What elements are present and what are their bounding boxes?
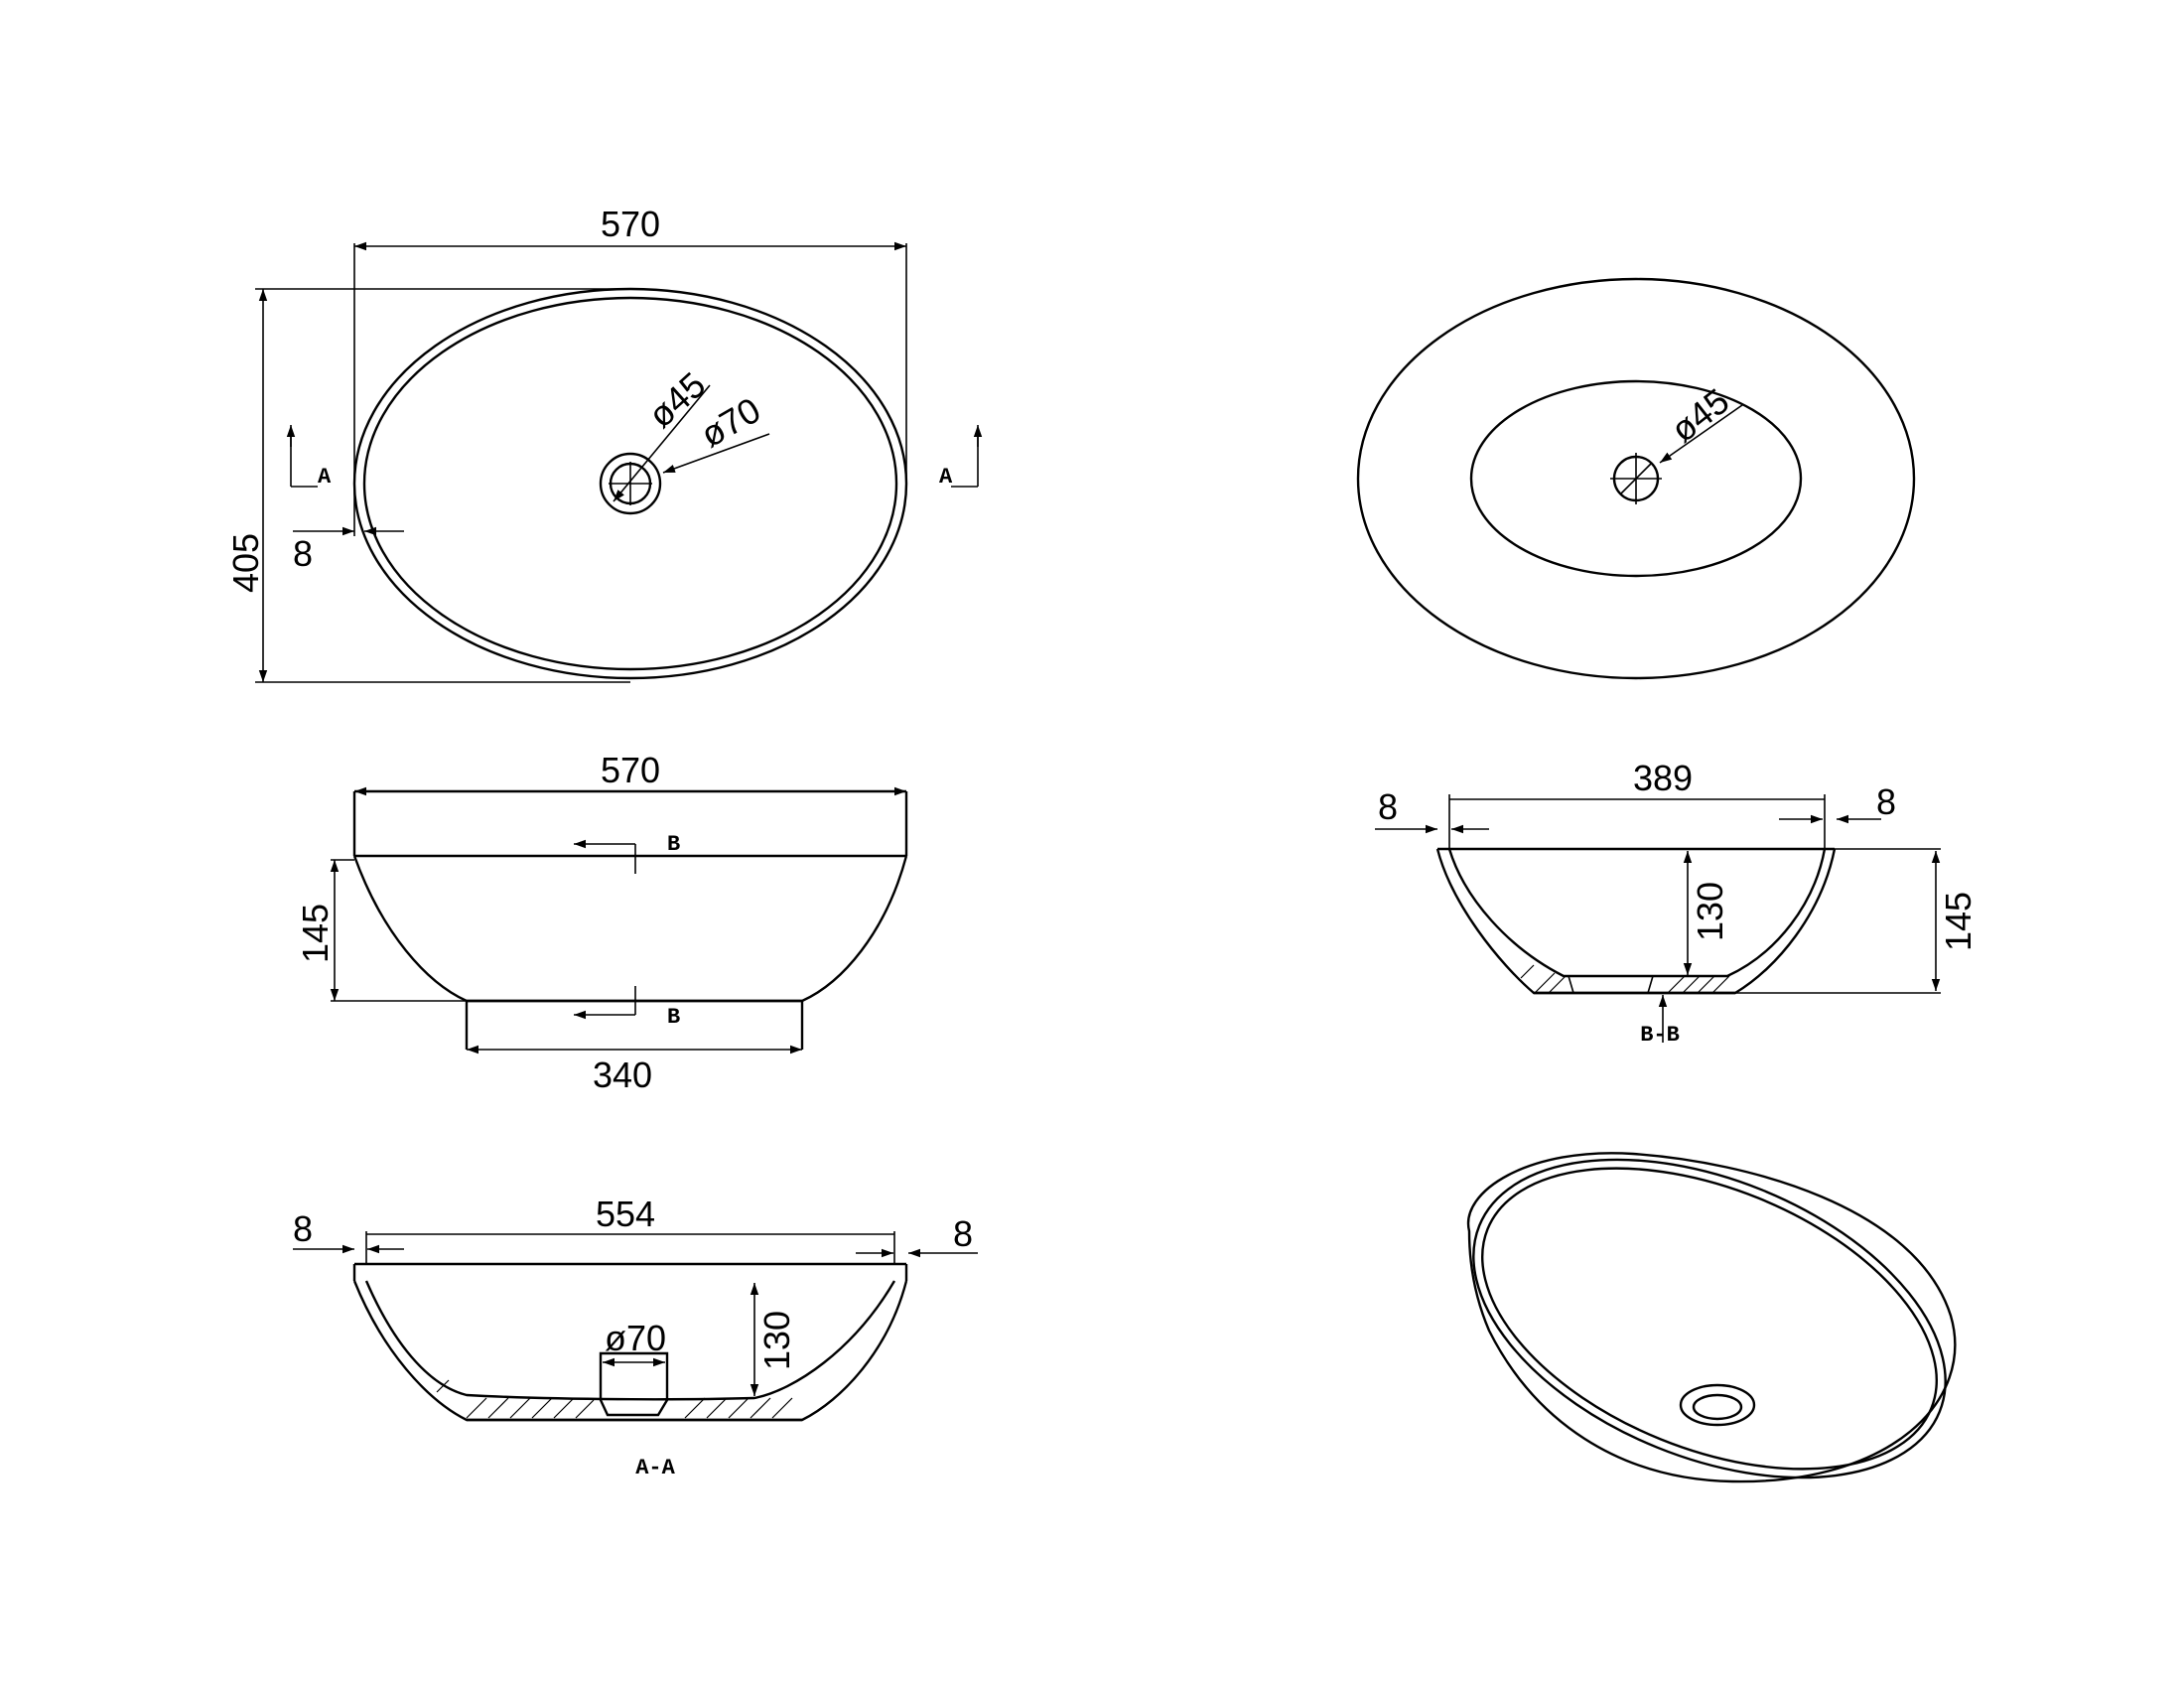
bb-outer-wall bbox=[1435, 848, 1837, 995]
bb-inner-width-label: 389 bbox=[1633, 758, 1693, 798]
side-elevation: 570 145 340 B B bbox=[295, 750, 908, 1095]
aa-caption: A-A bbox=[635, 1456, 675, 1480]
aa-drain-label: ø70 bbox=[605, 1318, 666, 1358]
elevation-width-label: 570 bbox=[601, 750, 660, 790]
perspective-outer-shell bbox=[1466, 1152, 1957, 1483]
section-a-a: 554 8 8 130 ø70 A-A bbox=[293, 1194, 978, 1480]
bb-rim-right-label: 8 bbox=[1876, 781, 1896, 822]
section-b-b: 389 8 8 130 145 B-B bbox=[1375, 758, 1979, 1048]
aa-inner-wall bbox=[364, 1280, 896, 1401]
bb-rim-left-label: 8 bbox=[1378, 786, 1398, 827]
aa-hatch bbox=[436, 1379, 793, 1419]
perspective-drain-inner bbox=[1692, 1393, 1743, 1421]
perspective-drain-outer bbox=[1679, 1383, 1756, 1427]
drain-outer-circle bbox=[599, 452, 662, 515]
elevation-height-label: 145 bbox=[295, 904, 336, 963]
plan-width-label: 570 bbox=[601, 204, 660, 244]
elevation-base-label: 340 bbox=[593, 1055, 652, 1095]
perspective-outer-rim bbox=[1472, 1158, 1947, 1479]
aa-inner-width-label: 554 bbox=[596, 1194, 655, 1234]
plan-depth-label: 405 bbox=[225, 533, 266, 593]
section-mark-b-bottom: B bbox=[667, 1005, 680, 1030]
bottom-view: ø45 bbox=[1356, 277, 1916, 680]
elevation-bowl-outline bbox=[352, 855, 908, 1003]
bb-hatch bbox=[1520, 964, 1730, 994]
bottom-drain-label: ø45 bbox=[1663, 380, 1736, 451]
plan-view: 570 405 8 ø45 ø70 A A bbox=[225, 204, 983, 683]
bb-inner-wall bbox=[1447, 848, 1827, 978]
section-mark-a-right: A bbox=[939, 465, 953, 490]
section-mark-a-left: A bbox=[318, 465, 332, 490]
perspective-view bbox=[1466, 1152, 1957, 1483]
aa-rim-left-label: 8 bbox=[293, 1208, 313, 1249]
section-mark-b-top: B bbox=[667, 832, 680, 857]
bottom-outer-outline bbox=[1356, 277, 1916, 680]
perspective-inner-rim bbox=[1481, 1167, 1938, 1471]
plan-rim-label: 8 bbox=[293, 533, 313, 574]
basin-inner-rim bbox=[362, 296, 898, 671]
aa-drain-opening bbox=[599, 1351, 669, 1417]
bb-caption: B-B bbox=[1640, 1023, 1680, 1048]
aa-rim-right-label: 8 bbox=[953, 1213, 973, 1254]
aa-depth-label: 130 bbox=[756, 1311, 797, 1370]
bb-depth-label: 130 bbox=[1690, 882, 1730, 941]
bb-height-label: 145 bbox=[1938, 892, 1979, 951]
bottom-base-outline bbox=[1469, 379, 1803, 578]
